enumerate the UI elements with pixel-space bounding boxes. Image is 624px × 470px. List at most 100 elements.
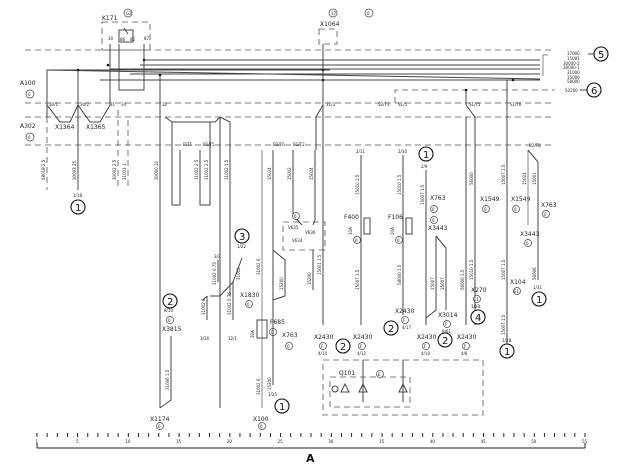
location-code: 0 — [514, 207, 517, 212]
ruler-label: 45 — [481, 439, 487, 444]
pin-label: S1/T6 — [510, 102, 522, 107]
pin-label: 86 — [120, 37, 126, 42]
location-marker — [430, 205, 438, 213]
zone-boundaries — [25, 49, 555, 146]
location-code: 0 — [432, 207, 435, 212]
location-marker — [473, 295, 481, 303]
location-code: 0 — [484, 207, 487, 212]
wire-label: 15200 — [307, 272, 312, 285]
wire-label: 56006 — [532, 267, 537, 280]
connector-label: X1174 — [150, 416, 170, 423]
pin-label: 87 — [144, 36, 150, 41]
connector-label: X763 — [541, 202, 557, 209]
callout-circle — [234, 228, 250, 244]
callout-number: 1 — [423, 150, 429, 161]
wire-label: 31002 1.5 — [224, 159, 229, 180]
location-code: 0 — [168, 318, 171, 323]
location-code: F — [403, 318, 406, 323]
switch-contact-icon — [340, 382, 350, 393]
wire-label: 15001 — [532, 172, 537, 185]
location-marker — [319, 342, 327, 350]
callout-number: 1 — [279, 402, 285, 413]
location-code: 0 — [397, 238, 400, 243]
reference-label: 1/25 — [268, 392, 277, 397]
fuse-rating: 10A — [348, 227, 353, 235]
wire — [210, 257, 243, 297]
wire-label: 15024 — [309, 167, 314, 180]
lamp-icon — [331, 385, 339, 393]
connector-label: X270 — [471, 287, 487, 294]
location-marker — [328, 8, 338, 18]
reference-label: 4/8 — [461, 351, 468, 356]
callout-circle — [418, 146, 434, 162]
connector-x3815: 2 8/10 0 X3815 31006 1.5 X1174 0 — [150, 293, 182, 430]
bus-wire — [46, 69, 330, 117]
reference-label: 12/1 — [228, 336, 237, 341]
diode-box — [282, 221, 326, 251]
location-marker — [482, 205, 490, 213]
ruler-label: 5 — [76, 439, 79, 444]
ruler-label: 25 — [278, 439, 284, 444]
wire — [118, 44, 145, 91]
wire — [315, 104, 324, 150]
wire — [465, 90, 476, 325]
wire — [171, 122, 181, 206]
wire-label: 58018 2.5 — [41, 159, 46, 180]
ruler-label: 40 — [430, 439, 436, 444]
wire-label: 15024 — [522, 172, 527, 185]
fuse-f400: 2/11 15010 1.5 F400 10A 0 15007 1.5 X243… — [344, 149, 373, 356]
pin-labels: 30/1 30/2 31 34 32 31/3 S2/T3 S1/5 B/T5 … — [49, 102, 541, 148]
reference-label: 2/10 — [398, 149, 407, 154]
location-code: E — [378, 372, 381, 377]
switch-label: Q101 — [339, 370, 355, 377]
zone-line — [394, 89, 555, 103]
junction — [511, 78, 515, 82]
wire — [435, 235, 447, 310]
reference-label: 8/10 — [164, 308, 173, 313]
pin-label: B2/T6 — [273, 142, 285, 147]
wire — [46, 103, 79, 123]
ruler-label: 10 — [125, 439, 131, 444]
switch-contact-icon — [358, 382, 368, 393]
reference-label: 4/10 — [421, 351, 430, 356]
callout-number: 1 — [504, 347, 510, 358]
connector-label: X3815 — [162, 326, 182, 333]
ruler-title: A — [306, 452, 315, 465]
location-code: 0 — [158, 424, 161, 429]
ruler-label: 30 — [328, 439, 334, 444]
location-marker — [401, 316, 409, 324]
location-code: 0 — [28, 135, 31, 140]
wire-label: 15002 — [287, 167, 292, 180]
location-marker — [166, 316, 174, 324]
location-marker — [376, 370, 384, 378]
location-marker — [395, 236, 403, 244]
connector-label: X1549 — [480, 196, 500, 203]
pin-label: B1/T5 — [203, 142, 215, 147]
wire-label: 15001 1.5 — [317, 254, 322, 275]
pin-label: B1/T2 — [293, 142, 305, 147]
junction — [106, 63, 110, 67]
fuse-label: F106 — [388, 214, 403, 221]
switch-contact-icon — [398, 382, 408, 393]
callout-number: 2 — [340, 342, 346, 353]
wire — [219, 116, 231, 296]
diode-label: V634 — [292, 238, 303, 243]
module-labels: A100 0 A302 0 X1364 X1365 — [20, 80, 106, 142]
wire-label: 30000 10 — [154, 160, 159, 180]
location-code: F — [321, 344, 324, 349]
location-code: 17 — [331, 11, 337, 16]
wire-label: 31002 — [236, 267, 241, 280]
location-marker — [285, 342, 293, 350]
wire-label: 15010 1.5 — [355, 174, 360, 195]
location-marker — [430, 216, 438, 224]
location-code: 0 — [544, 212, 547, 217]
relay-switch-icon — [123, 27, 129, 35]
pin-label: 34 — [121, 102, 127, 107]
connector-label: X2430 — [353, 334, 373, 341]
callout-number: 2 — [442, 336, 448, 347]
bus-label: 58000 — [567, 79, 580, 84]
connector-box — [318, 28, 338, 45]
pin-label: S1/T5 — [469, 102, 481, 107]
connector-label: X2430 — [314, 334, 334, 341]
